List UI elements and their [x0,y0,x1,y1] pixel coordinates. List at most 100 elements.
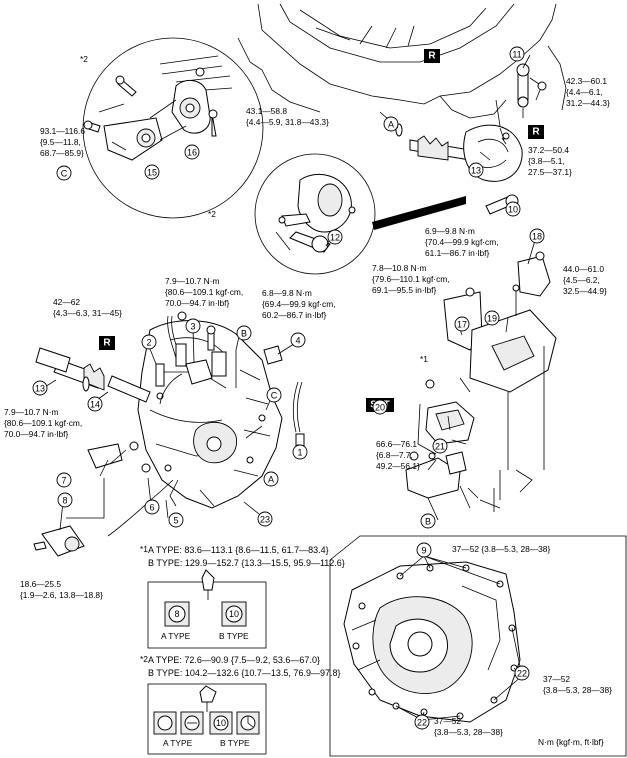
torque-66: 66.6—76.1 {6.8—7.7, 49.2—56.1} [376,439,420,471]
asterisk-2-top: *2 [80,54,88,64]
callout-7: 7 [56,472,72,488]
torque-7-9-left-line2: {80.6—109.1 kgf·cm, [4,418,82,428]
torque-7-9-top: 7.9—10.7 N·m {80.6—109.1 kgf·cm, 70.0—94… [165,276,243,308]
torque-18-line1: 18.6—25.5 [20,579,61,589]
letter-marker-C: C [56,165,72,181]
torque-6-9-top: 6.9—9.8 N·m {70.4—99.9 kgf·cm, 61.1—86.7… [425,226,499,258]
letter-marker-A: A [263,471,279,487]
torque-42-60-line3: 31.2—44.3} [566,98,610,108]
letter-marker-B: B [236,325,252,341]
torque-66-line1: 66.6—76.1 [376,439,417,449]
torque-43-line1: 43.1—58.8 [246,106,287,116]
callout-13-text: 13 [471,166,481,176]
callout-8: 8 [57,492,73,508]
callout-19: 19 [484,310,500,326]
callout-22: 22 [414,714,430,730]
callout-23: 23 [257,511,273,527]
torque-42-60-line2: {4.4—6.1, [566,87,603,97]
letter-marker-C-text: C [271,391,278,401]
asterisk-2-bottom: *2 [208,209,216,219]
torque-7-9-top-line3: 70.0—94.7 in·lbf} [165,298,229,308]
callout-2-text: 2 [146,338,151,348]
callout-17-text: 17 [457,320,467,330]
torque-37-52-bottom-line2: {3.8—5.3, 28—38} [434,727,503,737]
badge-r-top: R [424,49,440,63]
engine-block-outline [237,3,567,119]
bolt-head-a-type-8-text: 8 [174,609,179,619]
callout-13: 13 [32,380,48,396]
callout-11: 11 [509,46,525,62]
callout-8-text: 8 [62,496,67,506]
torque-6-8: 6.8—9.8 N·m {69.4—99.9 kgf·cm, 60.2—86.7… [262,288,336,320]
torque-42-62-line2: {4.3—6.3, 31—45} [53,308,122,318]
torque-42-62-line1: 42—62 [53,297,80,307]
letter-marker-A-text: A [388,120,394,130]
callout-10-text: 10 [508,205,518,215]
drive-shaft-right [395,99,523,182]
letter-markers: A A B B C C [56,116,436,529]
callout-21: 21 [432,438,448,454]
note-2-b-type: B TYPE: 104.2—132.6 {10.7—13.5, 76.9—97.… [148,668,340,678]
torque-18: 18.6—25.5 {1.9—2.6, 13.8—18.8} [20,579,103,600]
note-2: *2 A TYPE: 72.6—90.9 {7.5—9.2, 53.6—67.0… [140,654,340,755]
callout-9-text: 9 [421,546,426,556]
torque-37-52-bottom: 37—52 {3.8—5.3, 28—38} [434,716,503,737]
callout-3: 3 [185,318,201,334]
letter-marker-C: C [266,387,282,403]
torque-37-50-line1: 37.2—50.4 [528,145,569,155]
torque-7-9-left-line1: 7.9—10.7 N·m [4,407,58,417]
note-2-b-type-label: B TYPE [220,738,250,748]
badge-r-left: R [99,336,115,350]
note-2-a-type: A TYPE: 72.6—90.9 {7.5—9.2, 53.6—67.0} [148,655,320,665]
torque-6-9-top-line1: 6.9—9.8 N·m [425,226,475,236]
clutch-housing [343,561,521,723]
wiring-harness [107,315,303,537]
callout-13-text: 13 [35,384,45,394]
torque-37-52-right-line2: {3.8—5.3, 28—38} [543,685,612,695]
callout-22-text: 22 [517,669,527,679]
torque-7-8-line1: 7.8—10.8 N·m [372,263,426,273]
callout-12: 12 [327,229,343,245]
torque-43: 43.1—58.8 {4.4—5.9, 31.8—43.3} [246,106,329,127]
torque-37-50-line3: 27.5—37.1} [528,167,572,177]
torque-37-52-bottom-line1: 37—52 [434,716,461,726]
note-1-mark: *1 [140,544,148,554]
torque-6-9-top-line3: 61.1—86.7 in·lbf} [425,248,489,258]
note-1: *1 A TYPE: 83.6—113.1 {8.6—11.5, 61.7—83… [140,544,345,649]
torque-66-line2: {6.8—7.7, [376,450,413,460]
callout-9: 9 [416,542,432,558]
torque-37-50-line2: {3.8—5.1, [528,156,565,166]
callout-11-text: 11 [512,50,521,60]
torque-6-8-line3: 60.2—86.7 in·lbf} [262,310,326,320]
callout-20-text: 20 [375,403,385,413]
callout-12-text: 12 [330,233,340,243]
note-1-b-type-label: B TYPE [219,631,249,641]
torque-93-line2: {9.5—11.8, [40,137,81,147]
callout-13: 13 [468,162,484,178]
torque-7-8-line3: 69.1—95.5 in·lbf} [372,285,436,295]
knuckle-detail-circle [254,153,466,275]
bolt-head-b-type-10-note2: 10 [216,718,226,728]
torque-93-line3: 68.7—85.9} [40,148,84,158]
callout-22-text: 22 [417,718,427,728]
torque-93-line1: 93.1—116.6 [40,126,85,136]
torque-18-line2: {1.9—2.6, 13.8—18.8} [20,590,103,600]
badge-r-top-text: R [428,51,436,62]
callout-21-text: 21 [435,442,445,452]
torque-43-line2: {4.4—5.9, 31.8—43.3} [246,117,329,127]
callout-5-text: 5 [173,516,178,526]
torque-37-52-top: 37—52 {3.8—5.3, 28—38} [452,544,550,554]
callout-6-text: 6 [149,503,154,513]
callout-6: 6 [144,499,160,515]
callout-5: 5 [168,512,184,528]
callout-10: 10 [505,201,521,217]
callout-4: 4 [290,332,306,348]
torque-6-8-line1: 6.8—9.8 N·m [262,288,312,298]
stabilizer-link [516,63,547,118]
callout-16-text: 16 [187,148,197,158]
letter-marker-C-text: C [61,169,68,179]
mount-brackets [405,251,557,512]
letter-marker-B-text: B [425,517,431,527]
small-parts [33,311,305,557]
